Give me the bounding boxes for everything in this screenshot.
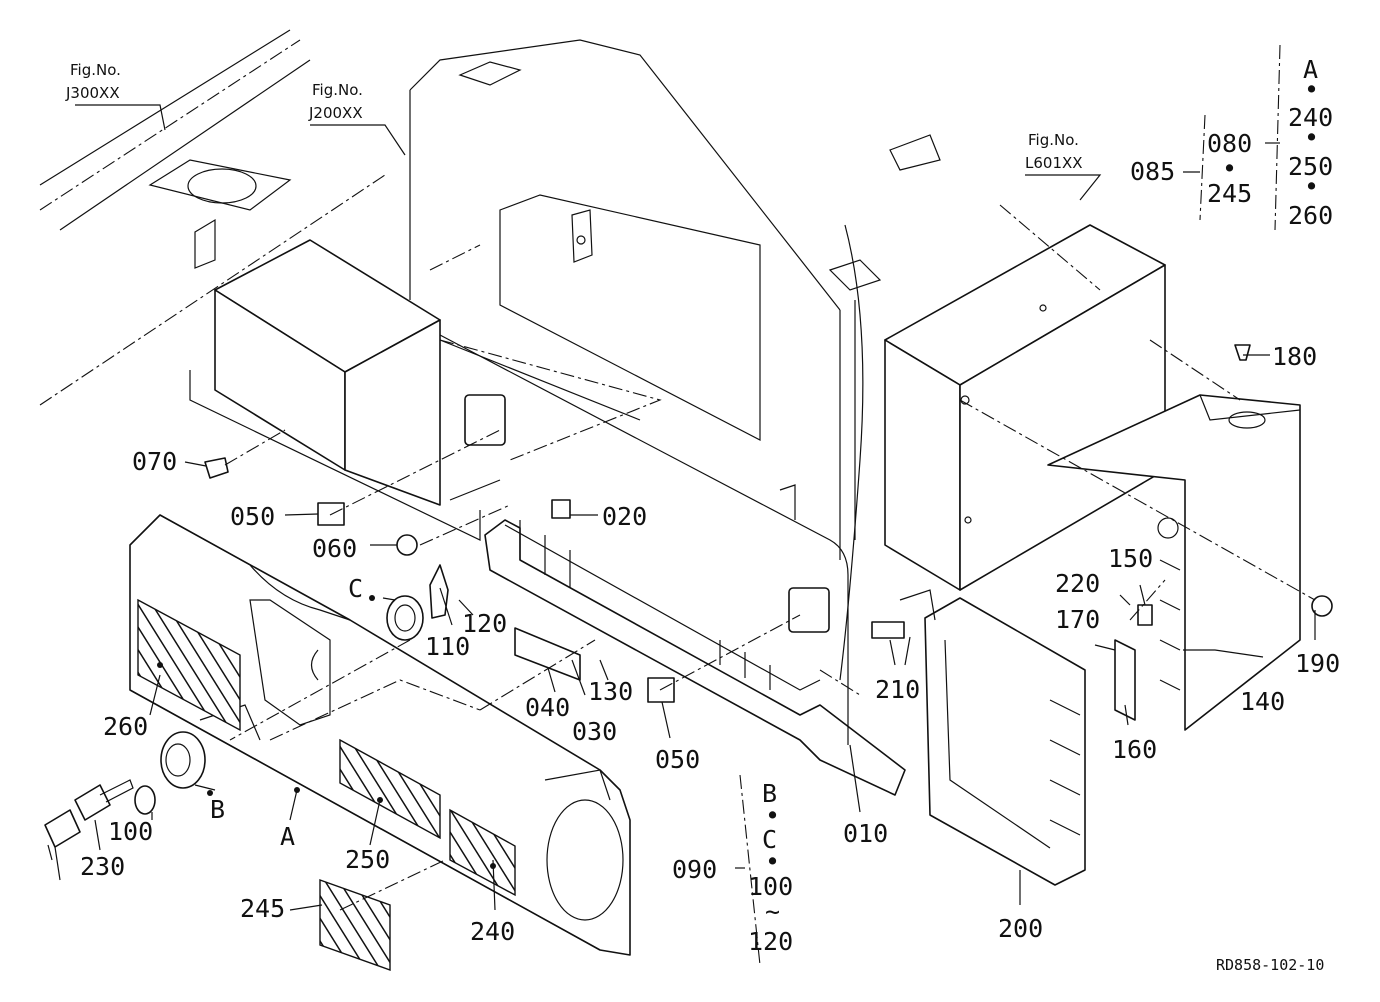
set-a-group: A • 240 • 250 • 260: [1288, 55, 1333, 230]
set-090-item: 120: [748, 927, 793, 956]
part-label-060: 060: [312, 534, 357, 563]
drawing-code: RD858-102-10: [1216, 956, 1324, 974]
set-a-item: 250: [1288, 152, 1333, 181]
set-090-range: ~: [765, 897, 780, 926]
part-label-180: 180: [1272, 342, 1317, 371]
left-upper-cover: [189, 239, 641, 541]
part-200-panel: [899, 589, 1086, 886]
part-label-220: 220: [1055, 569, 1100, 598]
part-label-240: 240: [470, 917, 515, 946]
set-085-item: 080: [1207, 129, 1252, 158]
part-label-260: 260: [103, 712, 148, 741]
frame-outline: [39, 29, 386, 406]
set-085-group: 085 080 • 245: [1130, 129, 1252, 208]
part-010-rail: [439, 334, 906, 796]
callout-c: C: [348, 574, 363, 603]
callout-b: B: [210, 795, 225, 824]
part-label-100: 100: [108, 817, 153, 846]
hatched-panel-icon: [137, 598, 241, 732]
callout-dots: [157, 595, 496, 869]
set-a-dot: •: [1304, 172, 1319, 201]
part-label-050: 050: [230, 502, 275, 531]
set-090-item: 100: [748, 872, 793, 901]
part-label-250: 250: [345, 845, 390, 874]
part-label-190: 190: [1295, 649, 1340, 678]
part-label-170: 170: [1055, 605, 1100, 634]
fig-ref-number: L601XX: [1025, 154, 1083, 172]
part-label-085: 085: [1130, 157, 1175, 186]
part-label-230: 230: [80, 852, 125, 881]
part-label-160: 160: [1112, 735, 1157, 764]
part-label-200: 200: [998, 914, 1043, 943]
set-a-item: 260: [1288, 201, 1333, 230]
part-label-030: 030: [572, 717, 617, 746]
part-label-210: 210: [875, 675, 920, 704]
part-label-010: 010: [843, 819, 888, 848]
part-label-070: 070: [132, 447, 177, 476]
set-085-dot: •: [1222, 154, 1237, 183]
fig-ref-number: J200XX: [308, 104, 363, 122]
part-label-110: 110: [425, 632, 470, 661]
key-icon: [44, 779, 134, 881]
part-140-bracket: [1047, 394, 1301, 731]
fig-ref-number: J300XX: [65, 84, 120, 102]
center-body: [409, 39, 882, 681]
part-labels: 070 050 060 020 C 120 110 130 040 030 05…: [80, 342, 1340, 946]
part-label-245: 245: [240, 894, 285, 923]
set-a-dot: •: [1304, 123, 1319, 152]
set-090-item: B: [762, 779, 777, 808]
part-label-050-lower: 050: [655, 745, 700, 774]
part-label-090: 090: [672, 855, 717, 884]
front-panel-a: [129, 514, 631, 971]
set-a-item: 240: [1288, 103, 1333, 132]
fig-ref-label: Fig.No.: [1028, 131, 1079, 149]
set-090-dot: •: [765, 847, 780, 876]
set-090-group: 090 B • C • 100 ~ 120: [672, 779, 793, 956]
part-label-120: 120: [462, 609, 507, 638]
fig-ref-label: Fig.No.: [312, 81, 363, 99]
part-label-140: 140: [1240, 687, 1285, 716]
set-a-head: A: [1303, 55, 1318, 84]
part-label-130: 130: [588, 677, 633, 706]
part-label-150: 150: [1108, 544, 1153, 573]
fig-ref-j200: Fig.No. J200XX: [308, 81, 363, 122]
hardware: [204, 344, 1333, 721]
part-label-040: 040: [525, 693, 570, 722]
key-cylinder-icon: [134, 731, 206, 815]
set-a-dot: •: [1304, 75, 1319, 104]
fig-ref-l601: Fig.No. L601XX: [1025, 131, 1083, 172]
callout-a: A: [280, 822, 295, 851]
set-085-item: 245: [1207, 179, 1252, 208]
fig-ref-label: Fig.No.: [70, 61, 121, 79]
part-label-020: 020: [602, 502, 647, 531]
right-box: [884, 134, 1166, 591]
fig-ref-j300: Fig.No. J300XX: [65, 61, 121, 102]
set-090-item: C: [762, 825, 777, 854]
assembly-lines: [224, 44, 1316, 966]
set-090-dot: •: [765, 801, 780, 830]
